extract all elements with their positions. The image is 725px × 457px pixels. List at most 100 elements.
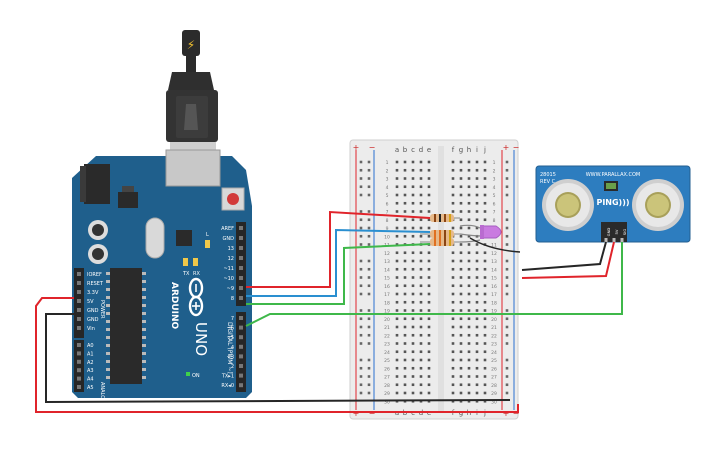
- rail-hole[interactable]: [359, 391, 363, 395]
- breadboard-hole[interactable]: [451, 333, 455, 337]
- rail-hole[interactable]: [505, 309, 509, 312]
- header-pin[interactable]: [239, 354, 243, 359]
- breadboard-hole[interactable]: [483, 160, 487, 164]
- wire-blue-pin10[interactable]: [246, 228, 431, 297]
- breadboard-hole[interactable]: [411, 201, 415, 205]
- breadboard-hole[interactable]: [419, 234, 423, 238]
- rail-hole[interactable]: [505, 383, 509, 387]
- breadboard-hole[interactable]: [467, 251, 471, 255]
- breadboard-hole[interactable]: [419, 342, 423, 345]
- rail-hole[interactable]: [505, 391, 509, 395]
- breadboard-hole[interactable]: [427, 391, 431, 395]
- breadboard-hole[interactable]: [483, 342, 487, 345]
- breadboard-hole[interactable]: [419, 325, 423, 329]
- rail-hole[interactable]: [367, 358, 371, 362]
- breadboard-hole[interactable]: [411, 259, 415, 263]
- breadboard-hole[interactable]: [475, 168, 479, 172]
- breadboard-hole[interactable]: [459, 317, 463, 321]
- wire-red-5v[interactable]: [35, 297, 519, 413]
- rail-hole[interactable]: [367, 210, 371, 213]
- breadboard-hole[interactable]: [459, 383, 463, 387]
- rail-hole[interactable]: [359, 234, 363, 238]
- breadboard-hole[interactable]: [467, 333, 471, 337]
- breadboard-hole[interactable]: [459, 276, 463, 279]
- breadboard-hole[interactable]: [411, 375, 415, 378]
- breadboard-hole[interactable]: [467, 300, 471, 304]
- breadboard-hole[interactable]: [475, 292, 479, 296]
- breadboard-hole[interactable]: [427, 226, 431, 230]
- rail-hole[interactable]: [359, 160, 363, 164]
- breadboard-hole[interactable]: [403, 276, 407, 279]
- header-pin[interactable]: [239, 286, 243, 290]
- rail-hole[interactable]: [505, 259, 509, 263]
- breadboard-hole[interactable]: [395, 168, 399, 172]
- breadboard-hole[interactable]: [395, 226, 399, 230]
- breadboard-hole[interactable]: [427, 177, 431, 180]
- rail-hole[interactable]: [505, 358, 509, 362]
- breadboard-hole[interactable]: [403, 284, 407, 288]
- rail-hole[interactable]: [367, 234, 371, 238]
- breadboard-hole[interactable]: [419, 226, 423, 230]
- breadboard-hole[interactable]: [419, 193, 423, 197]
- breadboard-hole[interactable]: [467, 391, 471, 395]
- breadboard-hole[interactable]: [395, 292, 399, 296]
- breadboard-hole[interactable]: [403, 168, 407, 172]
- breadboard-hole[interactable]: [475, 226, 479, 230]
- breadboard-hole[interactable]: [451, 317, 455, 321]
- breadboard-hole[interactable]: [459, 333, 463, 337]
- breadboard-hole[interactable]: [459, 201, 463, 205]
- breadboard-hole[interactable]: [411, 383, 415, 387]
- breadboard-hole[interactable]: [475, 317, 479, 321]
- rail-hole[interactable]: [367, 333, 371, 337]
- breadboard-hole[interactable]: [419, 317, 423, 321]
- breadboard-hole[interactable]: [451, 325, 455, 329]
- breadboard-hole[interactable]: [451, 309, 455, 312]
- rail-hole[interactable]: [359, 259, 363, 263]
- rail-hole[interactable]: [505, 168, 509, 172]
- breadboard-hole[interactable]: [459, 284, 463, 288]
- breadboard-hole[interactable]: [483, 267, 487, 271]
- breadboard-hole[interactable]: [467, 243, 471, 246]
- breadboard-hole[interactable]: [483, 193, 487, 197]
- header-pin[interactable]: [77, 308, 81, 312]
- breadboard-hole[interactable]: [419, 333, 423, 337]
- header-pin[interactable]: [77, 281, 81, 285]
- breadboard-hole[interactable]: [475, 309, 479, 312]
- resistor-1[interactable]: [420, 214, 460, 222]
- breadboard-hole[interactable]: [395, 267, 399, 271]
- breadboard-hole[interactable]: [395, 317, 399, 321]
- breadboard-hole[interactable]: [459, 218, 463, 222]
- rail-hole[interactable]: [367, 267, 371, 271]
- breadboard-hole[interactable]: [395, 309, 399, 312]
- breadboard-hole[interactable]: [411, 309, 415, 312]
- breadboard-hole[interactable]: [395, 201, 399, 205]
- breadboard-hole[interactable]: [419, 251, 423, 255]
- breadboard-hole[interactable]: [395, 350, 399, 354]
- breadboard-hole[interactable]: [451, 160, 455, 164]
- breadboard-hole[interactable]: [467, 366, 471, 370]
- breadboard-hole[interactable]: [411, 160, 415, 164]
- breadboard-hole[interactable]: [451, 210, 455, 213]
- breadboard-hole[interactable]: [451, 292, 455, 296]
- wire-red-pin11[interactable]: [246, 210, 431, 288]
- breadboard-hole[interactable]: [451, 399, 455, 403]
- breadboard-hole[interactable]: [467, 234, 471, 238]
- breadboard-hole[interactable]: [411, 391, 415, 395]
- rail-hole[interactable]: [505, 234, 509, 238]
- rail-hole[interactable]: [367, 218, 371, 222]
- breadboard-hole[interactable]: [483, 300, 487, 304]
- breadboard-hole[interactable]: [419, 267, 423, 271]
- breadboard-hole[interactable]: [459, 300, 463, 304]
- breadboard-hole[interactable]: [419, 276, 423, 279]
- breadboard-hole[interactable]: [459, 358, 463, 362]
- breadboard-hole[interactable]: [459, 193, 463, 197]
- breadboard-hole[interactable]: [483, 366, 487, 370]
- breadboard-hole[interactable]: [427, 160, 431, 164]
- breadboard-hole[interactable]: [419, 309, 423, 312]
- breadboard-hole[interactable]: [403, 201, 407, 205]
- breadboard-hole[interactable]: [483, 375, 487, 378]
- breadboard-hole[interactable]: [483, 383, 487, 387]
- breadboard-hole[interactable]: [483, 292, 487, 296]
